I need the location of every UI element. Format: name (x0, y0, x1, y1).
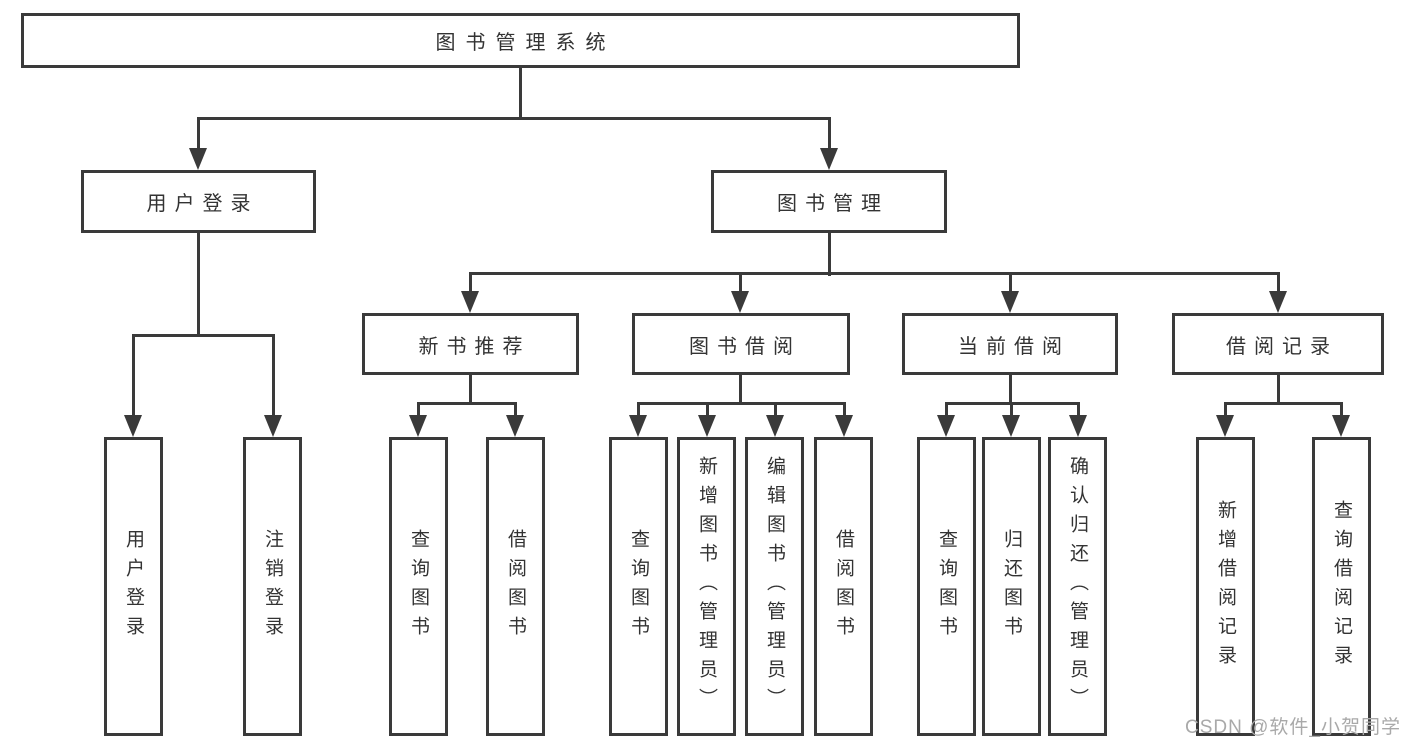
arrow-down-icon (1332, 415, 1350, 437)
arrow-down-icon (766, 415, 784, 437)
node-borrowing-records: 借阅记录 (1172, 313, 1384, 375)
arrow-down-icon (1069, 415, 1087, 437)
connector-drop (416, 402, 420, 417)
connector-drop (636, 402, 640, 417)
node-label: 新增借阅记录 (1215, 499, 1236, 674)
csdn-watermark: CSDN @软件_小贺同学 (1185, 717, 1401, 738)
node-label: 当前借阅 (958, 335, 1070, 358)
node-label: 用户登录 (123, 528, 144, 645)
node-borrowing-query-books: 查询图书 (609, 437, 668, 736)
arrow-down-icon (937, 415, 955, 437)
connector-stem (1276, 373, 1280, 405)
connector-branch (636, 401, 846, 405)
connector-branch (468, 271, 1280, 275)
node-records-query-record: 查询借阅记录 (1312, 437, 1371, 736)
arrow-down-icon (629, 415, 647, 437)
connector-drop (773, 402, 777, 417)
arrow-down-icon (124, 415, 142, 437)
arrow-down-icon (835, 415, 853, 437)
connector-drop (196, 117, 200, 150)
node-label: 借阅记录 (1226, 335, 1338, 358)
node-user-login: 用户登录 (81, 170, 316, 233)
connector-stem (738, 373, 742, 405)
node-records-add-record: 新增借阅记录 (1196, 437, 1255, 736)
node-label: 图书管理 (777, 193, 889, 215)
node-borrowing-add-books-admin: 新增图书（管理员） (677, 437, 736, 736)
connector-drop (1339, 402, 1343, 417)
connector-drop (513, 402, 517, 417)
node-label: 查询图书 (628, 528, 649, 645)
connector-drop (468, 272, 472, 293)
arrow-down-icon (820, 148, 838, 170)
node-current-confirm-return-admin: 确认归还（管理员） (1048, 437, 1107, 736)
connector-drop (944, 402, 948, 417)
arrow-down-icon (698, 415, 716, 437)
node-current-query-books: 查询图书 (917, 437, 976, 736)
connector-branch (131, 333, 275, 337)
node-label: 图书借阅 (689, 335, 801, 358)
node-label: 查询借阅记录 (1331, 499, 1352, 674)
connector-drop (827, 117, 831, 150)
arrow-down-icon (731, 291, 749, 313)
connector-branch (1223, 401, 1343, 405)
node-label: 注销登录 (262, 528, 283, 645)
connector-drop (1008, 272, 1012, 293)
node-library-management-system: 图书管理系统 (21, 13, 1020, 68)
arrow-down-icon (461, 291, 479, 313)
arrow-down-icon (1001, 291, 1019, 313)
node-current-borrowing: 当前借阅 (902, 313, 1118, 375)
connector-drop (1076, 402, 1080, 417)
arrow-down-icon (1216, 415, 1234, 437)
arrow-down-icon (264, 415, 282, 437)
node-recommend-query-books: 查询图书 (389, 437, 448, 736)
connector-drop (738, 272, 742, 293)
node-label: 确认归还（管理员） (1067, 456, 1088, 717)
connector-drop (1276, 272, 1280, 293)
node-label: 新增图书（管理员） (696, 456, 717, 717)
node-label: 借阅图书 (833, 528, 854, 645)
node-label: 借阅图书 (505, 528, 526, 645)
node-recommend-borrow-books: 借阅图书 (486, 437, 545, 736)
connector-stem (827, 231, 831, 276)
connector-drop (1223, 402, 1227, 417)
arrow-down-icon (1002, 415, 1020, 437)
connector-drop (842, 402, 846, 417)
arrow-down-icon (409, 415, 427, 437)
connector-drop (1009, 402, 1013, 417)
node-label: 查询图书 (936, 528, 957, 645)
connector-branch (196, 116, 831, 120)
node-current-return-books: 归还图书 (982, 437, 1041, 736)
node-label: 图书管理系统 (435, 32, 616, 54)
node-borrowing-edit-books-admin: 编辑图书（管理员） (745, 437, 804, 736)
connector-stem (468, 373, 472, 405)
node-book-borrowing: 图书借阅 (632, 313, 850, 375)
node-book-management: 图书管理 (711, 170, 947, 233)
connector-drop (705, 402, 709, 417)
node-borrowing-borrow-books: 借阅图书 (814, 437, 873, 736)
node-logout: 注销登录 (243, 437, 302, 736)
arrow-down-icon (189, 148, 207, 170)
node-label: 编辑图书（管理员） (764, 456, 785, 717)
connector-stem (196, 231, 200, 337)
connector-stem (518, 66, 522, 120)
arrow-down-icon (1269, 291, 1287, 313)
node-user-login-leaf: 用户登录 (104, 437, 163, 736)
arrow-down-icon (506, 415, 524, 437)
node-label: 查询图书 (408, 528, 429, 645)
node-label: 用户登录 (146, 193, 259, 215)
connector-branch (416, 401, 517, 405)
connector-drop (271, 334, 275, 417)
node-label: 归还图书 (1001, 528, 1022, 645)
connector-stem (1008, 373, 1012, 405)
node-label: 新书推荐 (418, 335, 531, 358)
node-new-book-recommend: 新书推荐 (362, 313, 579, 375)
connector-drop (131, 334, 135, 417)
